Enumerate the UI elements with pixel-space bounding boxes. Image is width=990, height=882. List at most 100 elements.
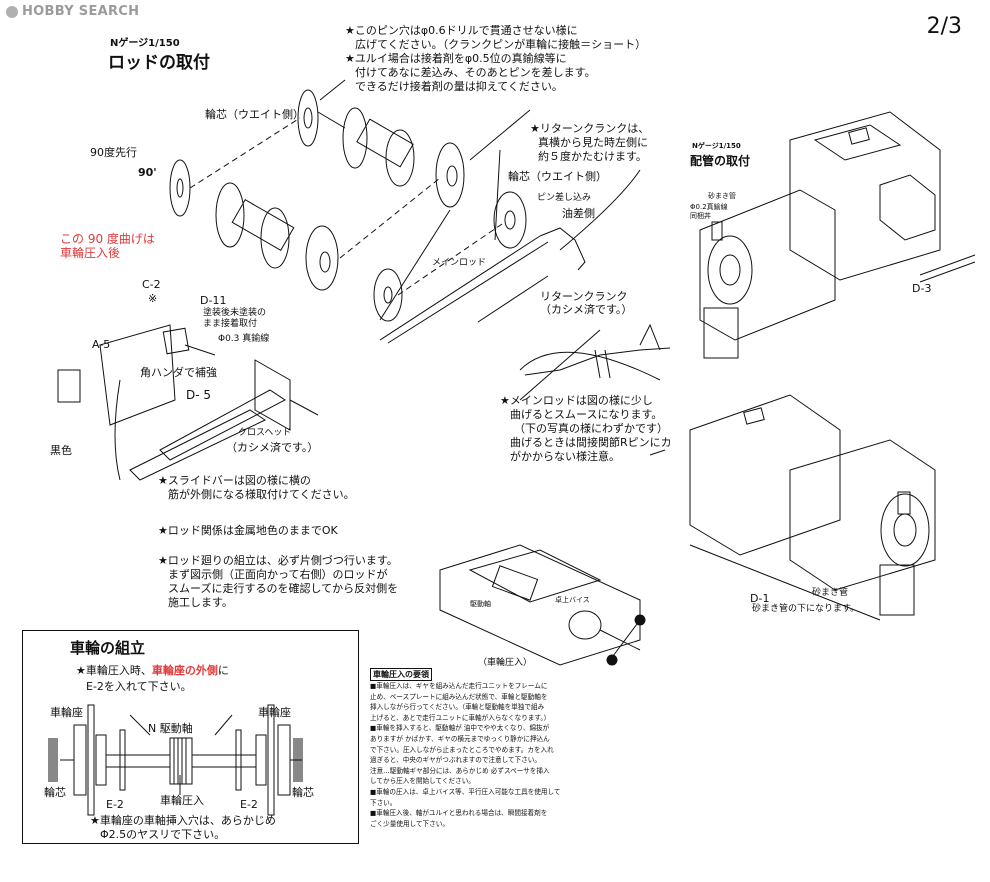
- wheel-box-bottom-2: Φ2.5のヤスリで下さい。: [100, 828, 226, 841]
- piping-same-note: 同梱丼: [690, 212, 711, 220]
- press-notes-line: ■車輪圧入後、軸がユルイと思われる場合は、瞬間接着剤を: [370, 809, 548, 818]
- rod-assembly-note-line: 施工します。: [168, 596, 233, 609]
- top-note-line: ★ユルイ場合は接着剤をφ0.5位の真鍮線等に: [345, 52, 567, 65]
- page-number: 2/3: [926, 14, 962, 39]
- slide-bar-note-line: ★スライドバーは図の様に横の: [158, 474, 311, 487]
- wheel-seat-right-label: 車輪座: [258, 706, 291, 719]
- wheel-box-note-suffix: に: [217, 664, 229, 677]
- slide-bar-note: ★スライドバーは図の様に横の 筋が外側になる様取付けてください。: [158, 474, 355, 502]
- top-note-line: 付けてあなに差込み、そのあとピンを差します。: [355, 66, 596, 79]
- top-note: ★このピン穴はφ0.6ドリルで貫通させない様に 広げてください。（クランクピンが…: [345, 24, 646, 94]
- press-notes-line: 過ぎると、中央のギヤがつぶれますので注意して下さい。: [370, 756, 541, 765]
- label-d5: D- 5: [186, 388, 212, 402]
- press-notes-line: ありますが かばかす、ギヤの横元までゆっくり静かに押込ん: [370, 734, 550, 743]
- label-brass-wire: Φ0.3 真鍮線: [218, 334, 270, 344]
- label-wheel-core-right: 輪芯（ウエイト側）: [508, 170, 607, 183]
- wheel-box-title: 車輪の組立: [70, 639, 146, 657]
- piping-d3: D-3: [912, 282, 932, 295]
- press-notes-line: 下さい。: [370, 798, 397, 807]
- top-note-line: できるだけ接着剤の量は抑えてください。: [355, 80, 563, 93]
- wheel-seat-left-label: 車輪座: [50, 706, 83, 719]
- slide-bar-note-line: 筋が外側になる様取付けてください。: [168, 488, 355, 501]
- label-crosshead: クロスヘッド: [238, 428, 292, 438]
- press-label: 車輪圧入: [160, 794, 204, 807]
- label-oil-side: 油差側: [562, 207, 595, 220]
- return-crank-note-line: 約５度かたむけます。: [538, 150, 647, 163]
- label-square-solder: 角ハンダで補強: [140, 366, 217, 379]
- drive-axle-label: N 駆動軸: [148, 722, 193, 735]
- label-bend-note-1: この 90 度曲げは: [60, 232, 155, 246]
- e2-left-label: E-2: [106, 798, 124, 811]
- press-notes-line: ■車輪を挿入すると、駆動軸が 油中でやや太くなり、綿抜が: [370, 724, 550, 733]
- logo-text: HOBBY SEARCH: [22, 4, 140, 19]
- label-c2-mark: ※: [148, 292, 158, 305]
- main-rod-note-line: ★メインロッドは図の様に少し: [500, 394, 653, 407]
- return-crank-note-line: 真横から見た時左側に: [538, 136, 648, 149]
- press-notes-heading: 車輪圧入の要領: [370, 668, 432, 681]
- press-notes-line: で下さい。圧入しながら止まったところでやめます。カを入れ: [370, 745, 554, 754]
- upper-wheelset-drawing: [297, 89, 465, 208]
- wheel-box-note-prefix: ★車輪圧入時、: [76, 664, 152, 677]
- piping-sand-pipe-note: 砂まき管の下になります。: [752, 604, 860, 614]
- press-notes-line: ■車輪圧入は、ギヤを組み込んだ走行ユニットをフレームに: [370, 682, 548, 690]
- wheel-box-note-2: E-2を入れて下さい。: [86, 680, 192, 693]
- top-note-line: 広げてください。（クランクピンが車輪に接触＝ショート）: [355, 38, 647, 51]
- main-rod-note-line: 曲げるとスムースになります。: [510, 408, 663, 421]
- scale-label: Nゲージ1/150: [110, 38, 180, 49]
- return-crank-note: ★リターンクランクは、 真横から見た時左側に 約５度かたむけます。: [530, 122, 649, 164]
- wheel-box-note: ★車輪圧入時、車輪座の外側に: [76, 664, 229, 678]
- site-logo[interactable]: HOBBY SEARCH: [6, 4, 139, 19]
- piping-brass-wire: Φ0.2真鍮線: [690, 203, 728, 211]
- wheel-assembly-box: [22, 630, 359, 844]
- guide-arrows: [319, 79, 661, 401]
- wheel-core-left-label: 輪芯: [44, 786, 66, 799]
- logo-mark-icon: [6, 5, 18, 18]
- return-crank-note-line: ★リターンクランクは、: [530, 122, 650, 135]
- wheel-box-bottom-1: ★車輪座の車軸挿入穴は、あらかじめ: [90, 814, 276, 827]
- wheel-box-note-red: 車輪座の外側: [151, 664, 218, 677]
- wheel-core-right-label: 輪芯: [292, 786, 314, 799]
- label-90-deg: 90': [138, 166, 157, 179]
- label-pin-insert: ピン差し込み: [537, 193, 592, 203]
- piping-sand-pipe: 砂まき管: [708, 192, 736, 200]
- main-rod-note-line: （下の写真の様にわずかです）: [514, 422, 668, 435]
- label-crosshead-sub: （カシメ済です。）: [226, 441, 319, 454]
- label-wheel-core-upper: 輪芯（ウエイト側）: [205, 108, 304, 121]
- press-notes-line: してから圧入を開始してください。: [370, 777, 475, 786]
- rod-assembly-note-line: スムーズに走行するのを確認してから反対側を: [168, 582, 399, 595]
- vise-axle-label: 駆動軸: [470, 600, 491, 608]
- vise-label: 卓上バイス: [555, 596, 590, 604]
- top-note-line: ★このピン穴はφ0.6ドリルで貫通させない様に: [345, 24, 578, 37]
- press-notes-line: ごく少量使用して下さい。: [370, 819, 449, 828]
- piping-title: 配管の取付: [690, 154, 751, 168]
- press-notes-line: 止め、ベースプレートに組み込んだ状態で、車輪と駆動軸を: [370, 692, 548, 701]
- label-bend-note-2: 車輪圧入後: [60, 246, 121, 260]
- main-rod-note: ★メインロッドは図の様に少し 曲げるとスムースになります。 （下の写真の様にわず…: [500, 394, 672, 464]
- page-title: ロッドの取付: [108, 53, 210, 73]
- lower-wheelset-drawing: [169, 159, 403, 322]
- rod-assembly-note-line: ★ロッド廻りの組立は、必ず片側づつ行います。: [158, 554, 398, 567]
- vise-caption: （車輪圧入）: [478, 658, 533, 668]
- rod-color-note: ★ロッド関係は金属地色のままでOK: [158, 524, 338, 537]
- label-return-crank-sub: （カシメ済です。）: [540, 303, 633, 316]
- piping-d1: D-1: [750, 592, 770, 605]
- wheel-assembly-drawing: [48, 704, 303, 816]
- label-advance-90: 90度先行: [90, 146, 137, 159]
- main-rod-note-line: がかからない様注意。: [510, 450, 620, 463]
- label-d11-note-1: 塗装後未塗装の: [203, 308, 267, 318]
- label-c2: C-2: [142, 278, 161, 291]
- label-d11: D-11: [200, 294, 227, 307]
- rod-assembly-note-line: まず図示側（正面向かって右側）のロッドが: [168, 568, 388, 581]
- main-rod-note-line: 曲げるときは間接関節Rピンにカ: [510, 436, 672, 449]
- press-notes-line: 上げると、あとで走行ユニットに車軸が入らなくなります。）: [370, 713, 551, 722]
- rod-assembly-note: ★ロッド廻りの組立は、必ず片側づつ行います。 まず図示側（正面向かって右側）のロ…: [158, 554, 398, 610]
- label-black: 黒色: [50, 444, 72, 457]
- label-return-crank: リターンクランク: [540, 290, 628, 303]
- press-notes: 車輪圧入の要領 ■車輪圧入は、ギヤを組み込んだ走行ユニットをフレームに 止め、ベ…: [370, 662, 610, 829]
- press-notes-line: 注意…駆動軸ギヤ部分には、あらかじめ 必ずスペーサを挿入: [370, 766, 550, 775]
- press-notes-line: ■車輪の圧入は、卓上バイス等、平行圧入可能な工具を使用して: [370, 787, 561, 796]
- vise-drawing: [439, 544, 646, 666]
- piping-scale: Nゲージ1/150: [692, 142, 741, 150]
- label-a5: A-5: [92, 338, 111, 351]
